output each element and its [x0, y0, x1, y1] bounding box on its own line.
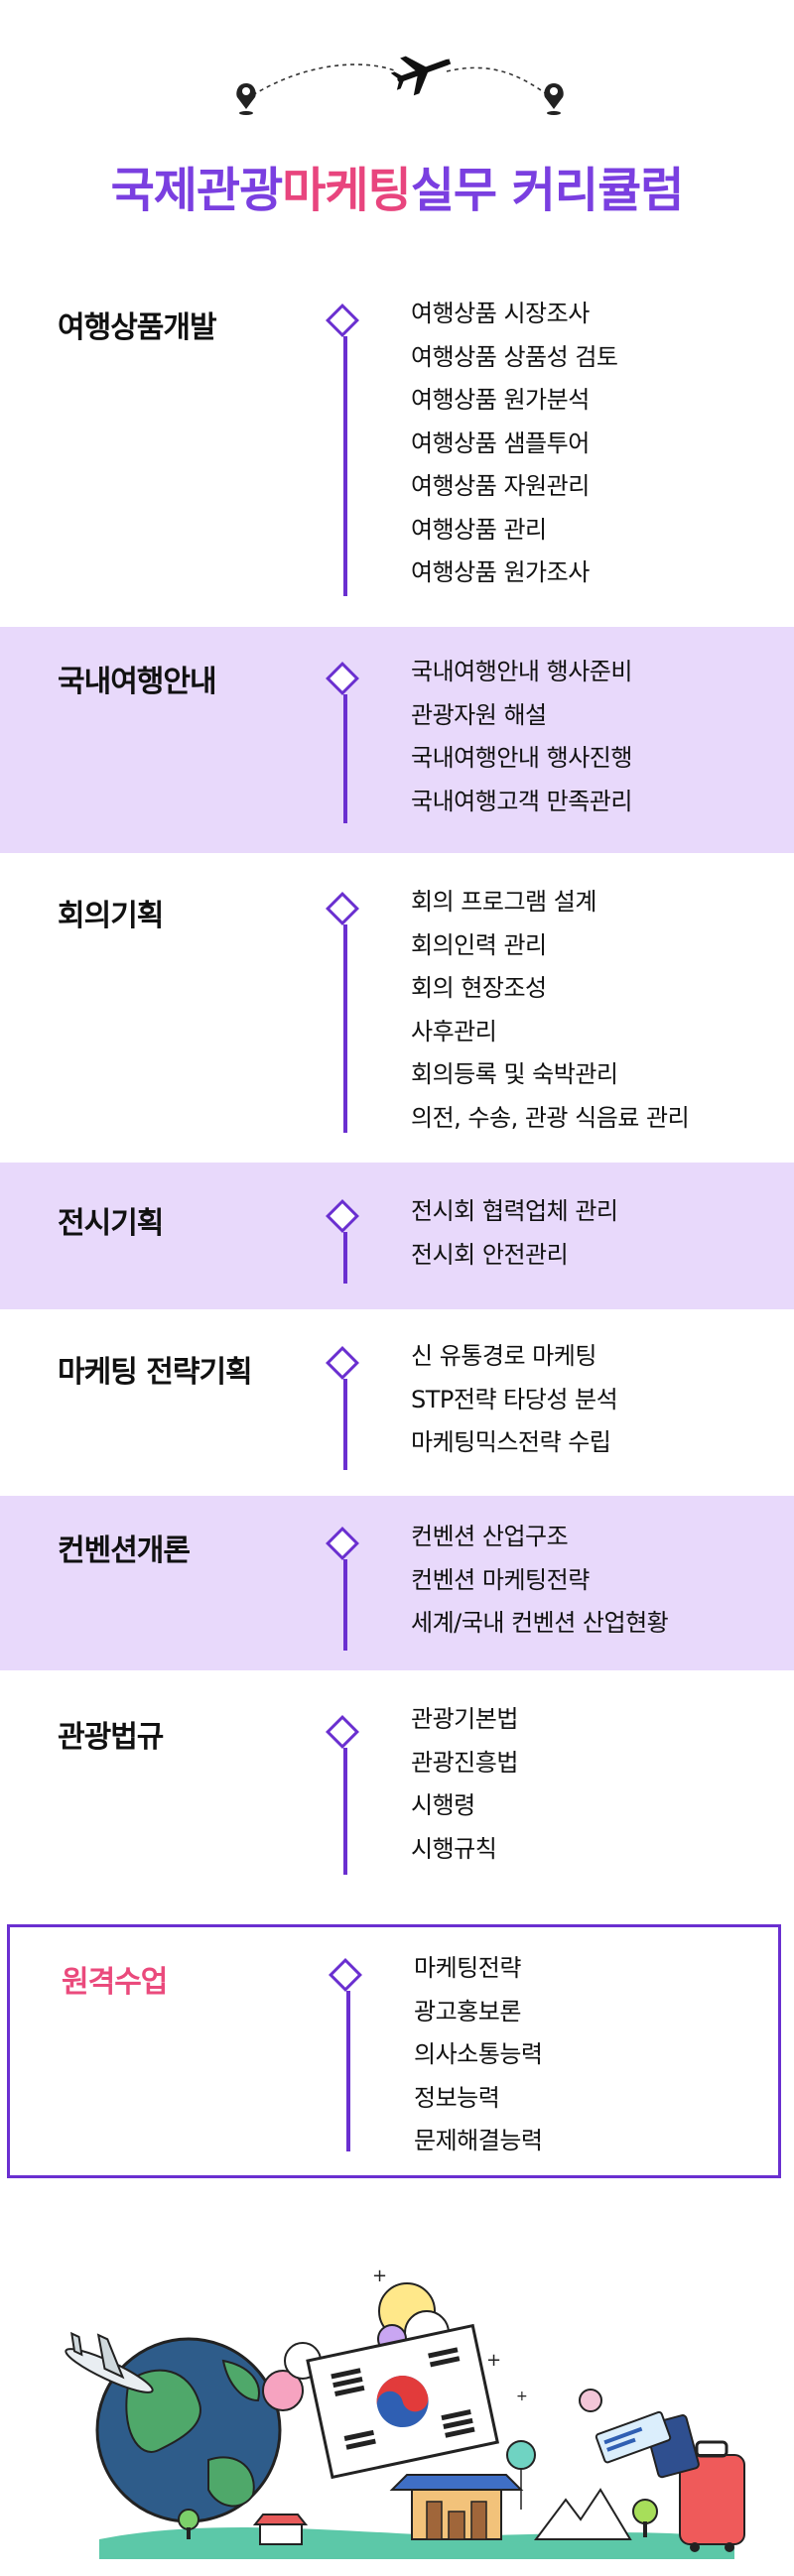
list-item: 관광기본법 [411, 1705, 518, 1733]
balloon-icon [579, 2389, 602, 2412]
section-marketing-strategy: 마케팅 전략기획 신 유통경로 마케팅 STP전략 타당성 분석 마케팅믹스전략… [0, 1317, 794, 1492]
tree-icon [178, 2509, 199, 2539]
list-item: 회의 현장조성 [411, 974, 547, 1002]
list-item: 전시회 협력업체 관리 [411, 1197, 618, 1225]
item-list: 회의 프로그램 설계 회의인력 관리 회의 현장조성 사후관리 회의등록 및 숙… [411, 881, 690, 1140]
list-item: 컨벤션 마케팅전략 [411, 1565, 590, 1594]
list-item: 마케팅전략 [414, 1954, 521, 1982]
tree-icon [632, 2499, 658, 2537]
list-item: 회의인력 관리 [411, 930, 547, 959]
section-title: 여행상품개발 [58, 310, 217, 345]
section-domestic-guide: 국내여행안내 국내여행안내 행사준비 관광자원 해설 국내여행안내 행사진행 국… [0, 627, 794, 853]
mountain-icon [534, 2488, 632, 2540]
item-list: 관광기본법 관광진흥법 시행령 시행규칙 [411, 1698, 518, 1871]
section-remote-class: 원격수업 마케팅전략 광고홍보론 의사소통능력 정보능력 문제해결능력 [7, 1924, 781, 2178]
diamond-marker-icon [326, 1199, 359, 1233]
svg-text:+: + [372, 2266, 387, 2286]
list-item: 여행상품 샘플투어 [411, 429, 590, 457]
section-title: 회의기획 [58, 899, 164, 933]
diamond-marker-icon [326, 662, 359, 695]
list-item: 회의 프로그램 설계 [411, 888, 596, 916]
list-item: 의전, 수송, 관광 식음료 관리 [411, 1103, 690, 1132]
diamond-marker-icon [326, 892, 359, 925]
section-tourism-law: 관광법규 관광기본법 관광진흥법 시행령 시행규칙 [0, 1678, 794, 1877]
map-pin-icon [236, 83, 256, 115]
diamond-marker-icon [326, 1527, 359, 1560]
suitcase-icon [679, 2440, 745, 2552]
diamond-marker-icon [329, 1958, 362, 1992]
list-item: 여행상품 상품성 검토 [411, 342, 618, 371]
balloon-icon [506, 2440, 536, 2470]
globe-icon [95, 2337, 282, 2523]
diamond-marker-icon [326, 304, 359, 337]
list-item: 사후관리 [411, 1017, 497, 1045]
house-icon [252, 2514, 309, 2545]
section-title: 컨벤션개론 [58, 1533, 191, 1568]
section-convention: 컨벤션개론 컨벤션 산업구조 컨벤션 마케팅전략 세계/국내 컨벤션 산업현황 [0, 1496, 794, 1670]
balloon-icon [262, 2370, 304, 2411]
section-travel-product: 여행상품개발 여행상품 시장조사 여행상품 상품성 검토 여행상품 원가분석 여… [0, 281, 794, 620]
korean-flag-icon [306, 2323, 500, 2480]
timeline-line [343, 1748, 347, 1875]
travel-illustration: + + + [65, 2266, 745, 2559]
list-item: 국내여행고객 만족관리 [411, 787, 632, 815]
list-item: 시행령 [411, 1791, 475, 1819]
list-item: 정보능력 [414, 2083, 500, 2112]
timeline-line [343, 1559, 347, 1651]
svg-text:+: + [516, 2389, 528, 2404]
section-exhibition-planning: 전시기획 전시회 협력업체 관리 전시회 안전관리 [0, 1163, 794, 1309]
list-item: 전시회 안전관리 [411, 1240, 569, 1269]
list-item: 관광자원 해설 [411, 700, 547, 729]
list-item: 문제해결능력 [414, 2127, 543, 2154]
airplane-icon [65, 2331, 154, 2393]
list-item: 여행상품 자원관리 [411, 472, 590, 500]
diamond-marker-icon [326, 1715, 359, 1749]
map-pin-icon [544, 83, 564, 115]
list-item: 여행상품 관리 [411, 515, 547, 544]
svg-text:+: + [486, 2350, 501, 2371]
palace-building-icon [389, 2474, 524, 2540]
list-item: 세계/국내 컨벤션 산업현황 [411, 1609, 669, 1637]
list-item: 관광진흥법 [411, 1748, 518, 1777]
timeline-line [346, 1991, 350, 2151]
list-item: 여행상품 시장조사 [411, 300, 590, 327]
list-item: STP전략 타당성 분석 [411, 1385, 618, 1413]
list-item: 컨벤션 산업구조 [411, 1523, 569, 1550]
list-item: 국내여행안내 행사진행 [411, 744, 632, 772]
item-list: 컨벤션 산업구조 컨벤션 마케팅전략 세계/국내 컨벤션 산업현황 [411, 1516, 669, 1646]
section-title: 관광법규 [58, 1720, 164, 1755]
timeline-line [343, 336, 347, 596]
list-item: 여행상품 원가조사 [411, 558, 590, 586]
timeline-line [343, 694, 347, 823]
timeline-line [343, 1232, 347, 1284]
list-item: 마케팅믹스전략 수립 [411, 1428, 611, 1456]
list-item: 광고홍보론 [414, 1997, 521, 2025]
item-list: 전시회 협력업체 관리 전시회 안전관리 [411, 1190, 618, 1277]
item-list: 신 유통경로 마케팅 STP전략 타당성 분석 마케팅믹스전략 수립 [411, 1335, 618, 1465]
list-item: 시행규칙 [411, 1834, 497, 1863]
list-item: 회의등록 및 숙박관리 [411, 1060, 618, 1088]
section-title: 국내여행안내 [58, 665, 217, 699]
item-list: 여행상품 시장조사 여행상품 상품성 검토 여행상품 원가분석 여행상품 샘플투… [411, 293, 618, 595]
list-item: 신 유통경로 마케팅 [411, 1342, 596, 1370]
diamond-marker-icon [326, 1346, 359, 1380]
section-title: 마케팅 전략기획 [58, 1355, 253, 1390]
flight-path-graphic [236, 56, 564, 115]
list-item: 국내여행안내 행사준비 [411, 658, 632, 685]
section-meeting-planning: 회의기획 회의 프로그램 설계 회의인력 관리 회의 현장조성 사후관리 회의등… [0, 861, 794, 1159]
airplane-icon [390, 56, 452, 96]
item-list: 마케팅전략 광고홍보론 의사소통능력 정보능력 문제해결능력 [414, 1947, 543, 2163]
timeline-line [343, 924, 347, 1133]
ticket-icon [595, 2410, 672, 2464]
list-item: 여행상품 원가분석 [411, 386, 590, 414]
page-title: 국제관광마케팅실무 커리큘럼 [110, 163, 685, 218]
section-title: 원격수업 [62, 1965, 168, 2000]
section-title: 전시기획 [58, 1206, 164, 1241]
item-list: 국내여행안내 행사준비 관광자원 해설 국내여행안내 행사진행 국내여행고객 만… [411, 651, 632, 823]
list-item: 의사소통능력 [414, 2040, 543, 2068]
timeline-line [343, 1379, 347, 1470]
